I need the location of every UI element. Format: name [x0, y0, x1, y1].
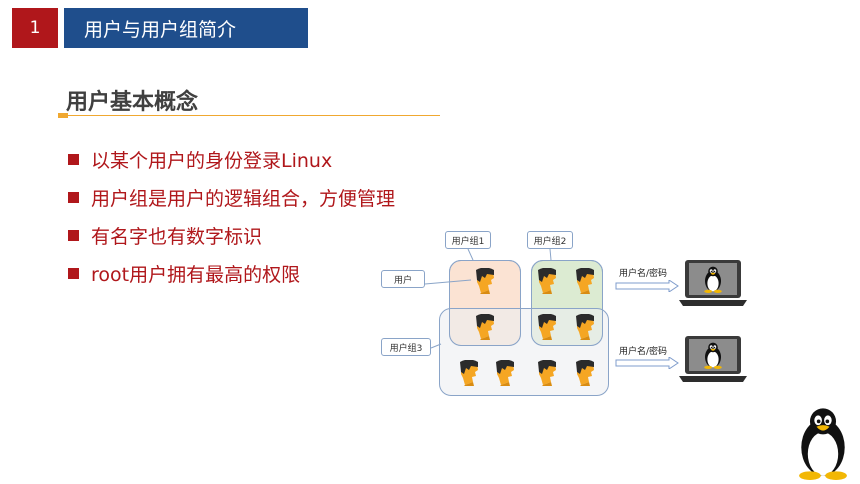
bullet-text: 用户组是用户的逻辑组合，方便管理: [91, 187, 396, 210]
slide-number: 1: [12, 8, 58, 48]
bullet-square-icon: [68, 153, 79, 165]
bullet-item: 以某个用户的身份登录Linux: [68, 140, 395, 178]
arrow1-label: 用户名/密码: [619, 269, 668, 279]
section-divider-marker: [58, 113, 68, 118]
bullet-list: 以某个用户的身份登录Linux 用户组是用户的逻辑组合，方便管理 有名字也有数字…: [68, 140, 395, 292]
bullet-square-icon: [68, 191, 79, 203]
group1-label: 用户组1: [445, 231, 491, 249]
linux-laptop-icon: [679, 260, 747, 306]
user-face-icon: [573, 268, 597, 294]
user-face-icon: [493, 360, 517, 386]
user-face-icon: [473, 314, 497, 340]
group2-overlap-outline: [531, 260, 603, 346]
user-face-icon: [535, 314, 559, 340]
bullet-item: 用户组是用户的逻辑组合，方便管理: [68, 178, 395, 216]
user-face-icon: [473, 268, 497, 294]
arrow2-label: 用户名/密码: [619, 347, 668, 357]
group1-overlap-outline: [449, 260, 521, 346]
user-face-icon: [573, 360, 597, 386]
section-divider: [60, 115, 440, 116]
group3-label: 用户组3: [381, 338, 431, 356]
bullet-text: 有名字也有数字标识: [91, 225, 263, 248]
user-face-icon: [457, 360, 481, 386]
bullet-square-icon: [68, 229, 79, 241]
group2-label: 用户组2: [527, 231, 573, 249]
login-arrow-icon: [615, 357, 679, 369]
login-arrow-icon: [615, 280, 679, 292]
bullet-item: root用户拥有最高的权限: [68, 254, 395, 292]
user-face-icon: [573, 314, 597, 340]
linux-laptop-icon: [679, 336, 747, 382]
bullet-text: root用户拥有最高的权限: [91, 263, 301, 286]
bullet-item: 有名字也有数字标识: [68, 216, 395, 254]
tux-penguin-icon: [790, 404, 856, 480]
user-group-diagram: 用户组1 用户组2 用户 用户组3 用户名/密码 用户名/密码: [375, 228, 755, 400]
user-face-icon: [535, 268, 559, 294]
bullet-square-icon: [68, 267, 79, 279]
bullet-text: 以某个用户的身份登录Linux: [91, 149, 333, 172]
slide-title: 用户与用户组简介: [64, 8, 308, 48]
user-label: 用户: [381, 270, 425, 288]
callout-pointers: [424, 248, 552, 349]
user-face-icon: [535, 360, 559, 386]
section-heading: 用户基本概念: [66, 90, 199, 115]
